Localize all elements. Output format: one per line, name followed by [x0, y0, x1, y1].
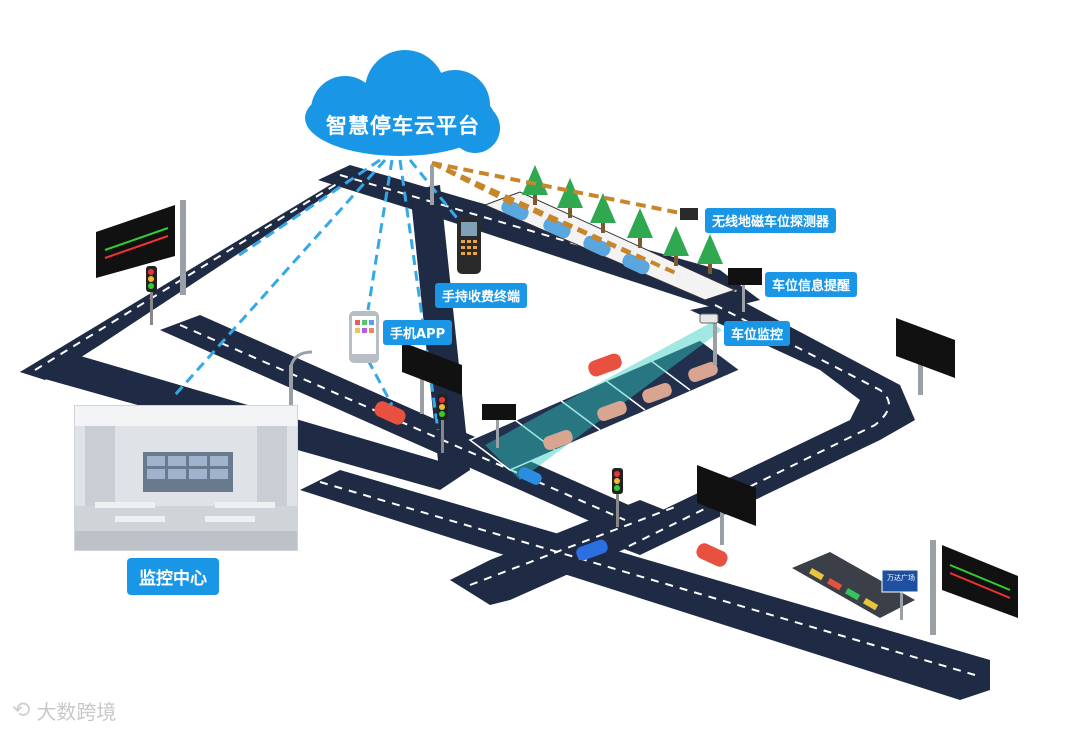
road-upper-left [20, 172, 362, 380]
led-signs [96, 200, 1018, 635]
watermark-logo-icon: ⟲ [12, 698, 31, 723]
led-sign-icon [930, 540, 1018, 635]
label-mobile-app: 手机APP [383, 320, 453, 345]
led-sign-icon [402, 342, 462, 414]
car-icon [576, 539, 608, 561]
watermark: ⟲ 大数跨境 [12, 696, 116, 725]
car-icon [501, 199, 529, 221]
tree-icon [522, 165, 548, 205]
car-icon [622, 253, 650, 275]
magnetic-sensor-icon [680, 208, 698, 220]
traffic-light-icon [437, 394, 448, 453]
trees [522, 165, 723, 274]
lower-parking-lot [792, 552, 919, 620]
car-icon [688, 361, 718, 383]
led-sign-icon [96, 200, 186, 295]
road-lower-cross [450, 500, 690, 605]
car-icon [696, 543, 728, 567]
label-info-sign: 车位信息提醒 [765, 272, 858, 297]
led-sign-icon [728, 268, 762, 312]
label-handheld: 手持收费终端 [435, 283, 528, 308]
car-icon [642, 382, 672, 404]
traffic-light-icon [612, 468, 623, 527]
car-icon [588, 353, 622, 377]
car-icon [597, 400, 627, 422]
car-icon [583, 235, 611, 257]
monitoring-center-photo [75, 406, 297, 550]
camera-coverage-beam [485, 322, 722, 480]
label-monitoring-center: 监控中心 [127, 558, 219, 595]
cars [374, 199, 728, 567]
car-icon [518, 467, 542, 485]
car-icon [543, 217, 571, 239]
tree-icon [557, 178, 583, 218]
car-icon [543, 429, 573, 451]
smartphone-icon [349, 311, 379, 363]
label-camera: 车位监控 [724, 321, 791, 346]
cloud-links [173, 158, 467, 431]
tree-icon [697, 234, 723, 274]
led-sign-icon [697, 465, 756, 545]
cloud-platform-title: 智慧停车云平台 [326, 114, 480, 138]
tree-icon [590, 193, 616, 233]
tree-icon [627, 208, 653, 248]
led-sign-icon [482, 404, 516, 448]
center-parking-area [468, 322, 742, 480]
road-right-loop [600, 300, 915, 555]
handheld-terminal-icon [457, 218, 481, 274]
car-icon [374, 401, 406, 425]
watermark-text: 大数跨境 [36, 700, 117, 724]
traffic-lights [146, 266, 623, 527]
cloud-icon [305, 50, 500, 156]
parking-lot-sign-text: 万达广场 [887, 574, 915, 582]
camera-icon [699, 313, 719, 365]
road-main-front [300, 470, 990, 700]
poles [289, 165, 719, 410]
tree-icon [663, 226, 689, 266]
led-sign-icon [896, 318, 955, 395]
label-sensor: 无线地磁车位探测器 [705, 208, 837, 233]
traffic-light-icon [146, 266, 157, 325]
sensor-links [431, 161, 691, 277]
